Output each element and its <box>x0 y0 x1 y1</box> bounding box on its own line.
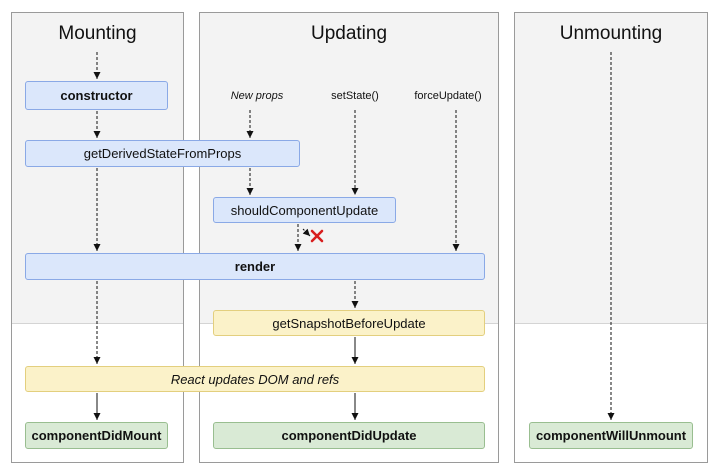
trigger-set-state: setState() <box>331 90 379 102</box>
get-snapshot-before-update-box: getSnapshotBeforeUpdate <box>213 310 485 336</box>
should-component-update-box: shouldComponentUpdate <box>213 197 396 223</box>
component-will-unmount-box: componentWillUnmount <box>529 422 693 449</box>
component-did-mount-box: componentDidMount <box>25 422 168 449</box>
component-did-update-box: componentDidUpdate <box>213 422 485 449</box>
mounting-title: Mounting <box>58 23 137 44</box>
constructor-box: constructor <box>25 81 168 110</box>
arrow-should-update-cancel <box>302 228 311 237</box>
unmounting-title: Unmounting <box>559 23 663 44</box>
updating-title: Updating <box>310 23 388 44</box>
cancel-x-icon <box>310 229 324 243</box>
get-derived-state-from-props-box: getDerivedStateFromProps <box>25 140 300 167</box>
trigger-new-props: New props <box>230 90 284 102</box>
trigger-force-update: forceUpdate() <box>414 90 482 102</box>
render-box: render <box>25 253 485 280</box>
react-updates-dom-box: React updates DOM and refs <box>25 366 485 392</box>
